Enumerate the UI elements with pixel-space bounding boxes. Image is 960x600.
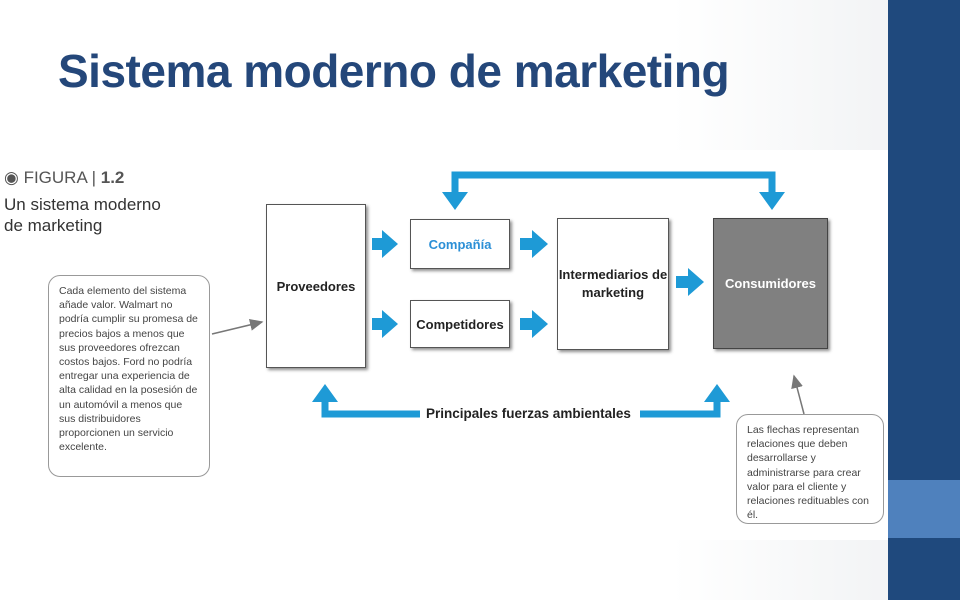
- slide-title: Sistema moderno de marketing: [58, 45, 730, 97]
- figure-subtitle: Un sistema moderno de marketing: [4, 195, 161, 235]
- node-compania: Compañía: [410, 219, 510, 269]
- right-note-pointer: [791, 374, 805, 415]
- figure-label-prefix: FIGURA: [23, 168, 87, 187]
- arrow-proveedores-compania: [372, 230, 398, 258]
- sidebar-accent-block: [888, 480, 960, 538]
- top-feedback-arrow: [451, 171, 776, 196]
- node-intermediarios: Intermediarios de marketing: [557, 218, 669, 350]
- arrow-compania-intermediarios: [520, 230, 548, 258]
- right-callout-note: Las flechas representan relaciones que d…: [736, 414, 884, 524]
- figure-label-number: 1.2: [100, 168, 125, 187]
- node-consumidores: Consumidores: [713, 218, 828, 349]
- left-callout-note: Cada elemento del sistema añade valor. W…: [48, 275, 210, 477]
- top-arrow-head-left: [442, 192, 468, 210]
- bottom-arrow-head-left: [312, 384, 338, 402]
- left-note-pointer: [211, 318, 264, 335]
- top-arrow-head-right: [759, 192, 785, 210]
- figure-label: ◉ FIGURA | 1.2: [4, 168, 124, 188]
- node-proveedores: Proveedores: [266, 204, 366, 368]
- arrow-intermediarios-consumidores: [676, 268, 704, 296]
- figure-label-divider: |: [91, 168, 101, 187]
- node-competidores: Competidores: [410, 300, 510, 348]
- bottom-environment-arrow: [321, 398, 721, 418]
- arrow-proveedores-competidores: [372, 310, 398, 338]
- bottom-arrow-head-right: [704, 384, 730, 402]
- environment-forces-label: Principales fuerzas ambientales: [420, 406, 637, 421]
- radio-bullet-icon: ◉: [4, 168, 19, 187]
- arrow-competidores-intermediarios: [520, 310, 548, 338]
